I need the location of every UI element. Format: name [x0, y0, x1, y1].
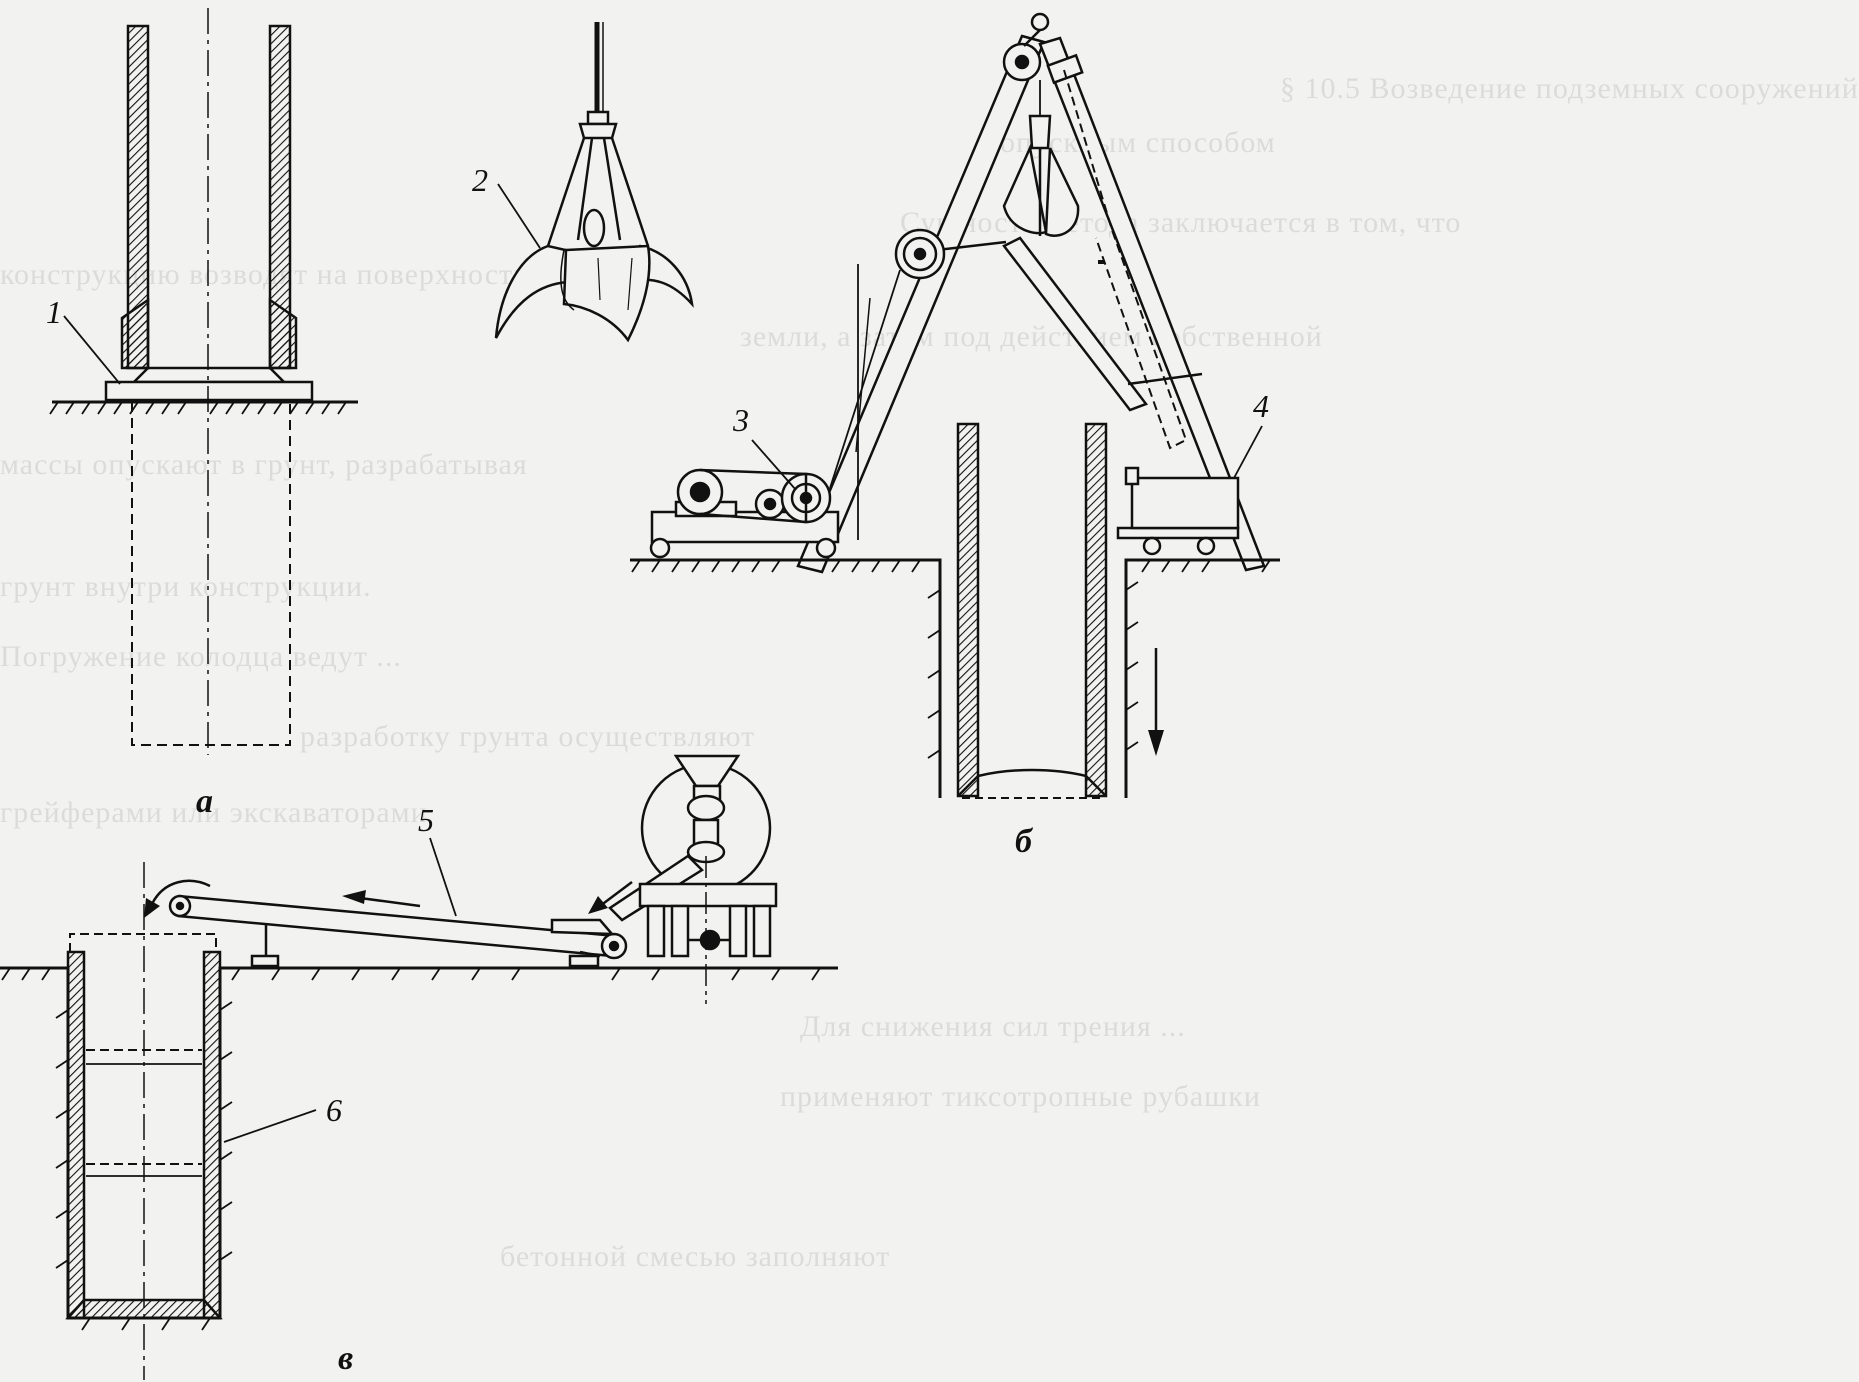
- crane-left-boom: [796, 34, 1046, 574]
- figure-b-crane: [649, 12, 1266, 574]
- figure-canvas: § 10.5 Возведение подземных сооружений о…: [0, 8, 1858, 1380]
- caisson-left-knife: [120, 297, 150, 370]
- lowering-arrow: [1148, 648, 1164, 756]
- caisson-b: [956, 422, 1108, 799]
- ground-b: [630, 558, 1280, 798]
- callout-2: 2: [472, 162, 488, 198]
- bleed-line: § 10.5 Возведение подземных сооружений: [1280, 72, 1859, 105]
- subfigure-label-b: б: [1015, 823, 1032, 860]
- callout-6: 6: [326, 1092, 342, 1128]
- shaft-v: [65, 933, 223, 1320]
- grab-bucket: [494, 22, 694, 343]
- subfigure-label-a: а: [196, 783, 213, 820]
- subfigure-label-v: в: [338, 1340, 354, 1377]
- figure-a-caisson: [49, 8, 358, 755]
- flow-arrows: [144, 879, 633, 918]
- support-pad: [104, 380, 314, 402]
- callout-5: 5: [418, 802, 434, 838]
- caisson-right-knife: [268, 297, 298, 370]
- callout-4: 4: [1253, 388, 1269, 424]
- ground-v: [0, 966, 838, 1331]
- figure-v-conveyor: [168, 754, 778, 1004]
- technical-drawing: [0, 8, 1280, 1380]
- callout-1: 1: [46, 294, 62, 330]
- final-position-outline: [131, 402, 291, 746]
- callout-3: 3: [733, 402, 749, 438]
- crane-right-leg: [1038, 36, 1266, 572]
